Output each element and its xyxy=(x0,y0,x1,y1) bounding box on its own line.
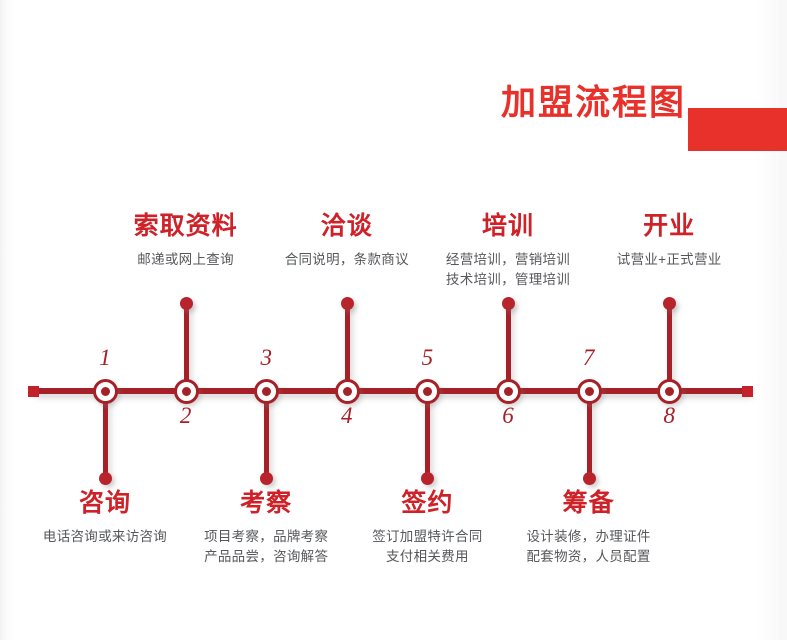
node-stem-dot xyxy=(340,297,354,310)
node-marker-icon[interactable] xyxy=(657,379,683,404)
label-title: 签约 xyxy=(401,489,454,517)
label-description-line: 签订加盟特许合同 xyxy=(372,528,483,544)
timeline-label-3: 考察项目考察，品牌考察产品品尝，咨询解答 xyxy=(156,489,376,569)
node-stem-dot xyxy=(260,472,274,485)
label-description: 设计装修，办理证件配套物资，人员配置 xyxy=(479,527,699,569)
node-number-3: 3 xyxy=(260,345,272,370)
node-number-7: 7 xyxy=(582,345,595,370)
node-stem xyxy=(586,391,592,478)
label-description-line: 项目考察，品牌考察 xyxy=(204,528,329,544)
label-description-line: 配套物资，人员配置 xyxy=(526,549,651,565)
label-title: 培训 xyxy=(481,212,534,240)
node-stem xyxy=(183,303,189,391)
node-number-6: 6 xyxy=(502,403,514,428)
timeline-label-6: 培训经营培训，营销培训技术培训，管理培训 xyxy=(398,212,618,292)
label-title: 开业 xyxy=(643,212,696,240)
timeline-label-5: 签约签订加盟特许合同支付相关费用 xyxy=(317,489,537,569)
node-number-4: 4 xyxy=(341,403,353,428)
label-title: 洽谈 xyxy=(320,212,373,240)
timeline-label-4: 洽谈合同说明，条款商议 xyxy=(237,212,457,271)
label-title: 考察 xyxy=(240,489,293,517)
node-marker-icon[interactable] xyxy=(173,379,199,404)
title-accent-block xyxy=(688,108,787,151)
timeline-start-cap xyxy=(28,386,39,397)
label-description-line: 经营培训，营销培训 xyxy=(445,251,571,267)
label-description-line: 产品品尝，咨询解答 xyxy=(204,549,329,565)
label-description-line: 合同说明，条款商议 xyxy=(284,251,409,267)
node-stem xyxy=(103,391,108,478)
node-stem xyxy=(344,303,350,391)
label-description-line: 技术培训，管理培训 xyxy=(445,272,571,288)
label-description-line: 试营业+正式营业 xyxy=(616,251,722,267)
label-description: 项目考察，品牌考察产品品尝，咨询解答 xyxy=(156,527,376,569)
label-description: 经营培训，营销培训技术培训，管理培训 xyxy=(398,250,618,292)
label-description-line: 设计装修，办理证件 xyxy=(526,528,651,544)
timeline-label-7: 筹备设计装修，办理证件配套物资，人员配置 xyxy=(479,489,699,569)
label-description-line: 支付相关费用 xyxy=(385,549,469,565)
label-description: 电话咨询或来访咨询 xyxy=(0,527,215,548)
label-description: 合同说明，条款商议 xyxy=(237,250,457,271)
page-title: 加盟流程图 xyxy=(500,83,686,123)
node-stem xyxy=(506,303,511,391)
node-marker-icon[interactable] xyxy=(334,379,360,404)
timeline-label-2: 索取资料邮递或网上查询 xyxy=(76,212,296,271)
node-stem-dot xyxy=(502,297,515,310)
label-description-line: 电话咨询或来访咨询 xyxy=(42,528,168,544)
label-title: 索取资料 xyxy=(133,212,238,240)
node-marker-icon[interactable] xyxy=(576,379,602,404)
timeline-label-8: 开业试营业+正式营业 xyxy=(559,212,779,271)
node-stem-dot xyxy=(663,297,677,310)
label-description-line: 邮递或网上查询 xyxy=(137,251,234,267)
title-row: 加盟流程图 xyxy=(0,50,787,151)
timeline-axis xyxy=(33,388,749,394)
label-description: 签订加盟特许合同支付相关费用 xyxy=(317,527,537,569)
node-number-8: 8 xyxy=(663,403,675,428)
node-number-2: 2 xyxy=(179,403,192,428)
node-stem-dot xyxy=(99,472,112,485)
node-marker-icon[interactable] xyxy=(254,379,280,404)
node-stem xyxy=(667,303,673,391)
node-stem xyxy=(264,391,270,478)
label-title: 咨询 xyxy=(78,489,131,517)
node-marker-icon[interactable] xyxy=(415,379,441,404)
node-marker-icon[interactable] xyxy=(93,379,118,404)
label-description: 邮递或网上查询 xyxy=(76,250,296,271)
node-marker-icon[interactable] xyxy=(496,379,521,404)
node-number-5: 5 xyxy=(421,345,434,370)
node-stem xyxy=(425,391,431,478)
node-stem-dot xyxy=(421,472,435,485)
label-description: 试营业+正式营业 xyxy=(559,250,779,271)
timeline-end-cap xyxy=(742,386,753,397)
node-stem-dot xyxy=(582,472,596,485)
node-number-1: 1 xyxy=(99,345,111,370)
label-title: 筹备 xyxy=(562,489,615,517)
node-stem-dot xyxy=(179,297,193,310)
timeline-label-1: 咨询电话咨询或来访咨询 xyxy=(0,489,215,548)
